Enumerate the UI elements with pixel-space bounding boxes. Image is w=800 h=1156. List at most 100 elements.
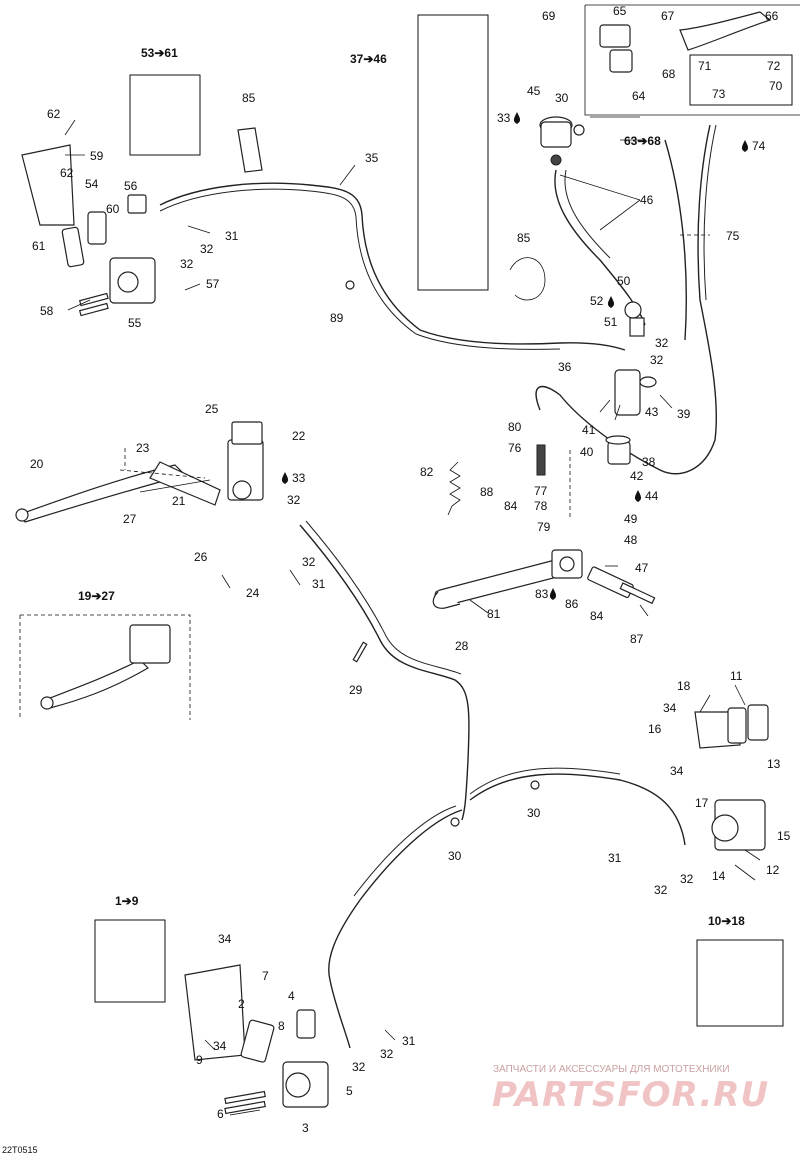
- callout-49: 49: [624, 512, 638, 526]
- callout-43: 43: [645, 405, 659, 419]
- callout-84-b: 84: [590, 609, 604, 623]
- callout-79: 79: [537, 520, 551, 534]
- callout-31-a: 31: [225, 229, 239, 243]
- callout-58: 58: [40, 304, 54, 318]
- watermark-tagline: ЗАПЧАСТИ И АКСЕССУАРЫ ДЛЯ МОТОТЕХНИКИ: [493, 1064, 730, 1075]
- box-10-18: [696, 939, 784, 1027]
- drop-icon: [741, 140, 749, 152]
- callout-64: 64: [632, 89, 646, 103]
- group-label-1-9: 1➔9: [115, 894, 139, 908]
- box-19-27: [19, 614, 191, 720]
- callout-40: 40: [580, 445, 594, 459]
- callout-25: 25: [205, 402, 219, 416]
- callout-88: 88: [480, 485, 494, 499]
- callout-24: 24: [246, 586, 260, 600]
- callout-42: 42: [630, 469, 644, 483]
- callout-44: 44: [645, 489, 659, 503]
- group-label-19-27: 19➔27: [78, 589, 115, 603]
- callout-47: 47: [635, 561, 649, 575]
- watermark: ЗАПЧАСТИ И АКСЕССУАРЫ ДЛЯ МОТОТЕХНИКИ PA…: [492, 1064, 769, 1115]
- callout-62-a: 62: [47, 107, 61, 121]
- callout-32-j: 32: [380, 1047, 394, 1061]
- callout-22: 22: [292, 429, 306, 443]
- brake-line-28: [299, 524, 470, 821]
- callout-57: 57: [206, 277, 220, 291]
- callout-31-b: 31: [312, 577, 326, 591]
- drop-icon: [281, 472, 289, 484]
- fluid-drop-icons: [281, 112, 749, 600]
- callout-6: 6: [217, 1107, 224, 1121]
- callout-48: 48: [624, 533, 638, 547]
- callout-32-b: 32: [180, 257, 194, 271]
- callout-61: 61: [32, 239, 46, 253]
- callout-32-h: 32: [680, 872, 694, 886]
- box-1-9: [94, 919, 166, 1003]
- callout-70: 70: [769, 79, 783, 93]
- callout-80: 80: [508, 420, 522, 434]
- callout-9: 9: [196, 1053, 203, 1067]
- callout-17: 17: [695, 796, 709, 810]
- callout-32-f: 32: [650, 353, 664, 367]
- callout-60: 60: [106, 202, 120, 216]
- reference-code: 22T0515: [2, 1145, 38, 1155]
- box-53-61: [129, 74, 201, 156]
- callout-34-b: 34: [670, 764, 684, 778]
- callout-87: 87: [630, 632, 644, 646]
- callout-51: 51: [604, 315, 618, 329]
- spring-82: [447, 461, 461, 516]
- brake-hose-75: [535, 124, 718, 475]
- callout-32-e: 32: [655, 336, 669, 350]
- callout-33-a: 33: [497, 111, 511, 125]
- box-71-73: [689, 54, 793, 106]
- spring-76: [536, 444, 546, 476]
- callout-29: 29: [349, 683, 363, 697]
- callout-18: 18: [677, 679, 691, 693]
- callout-23: 23: [136, 441, 150, 455]
- callout-65: 65: [613, 4, 627, 18]
- callout-30-c: 30: [448, 849, 462, 863]
- callout-76: 76: [508, 441, 522, 455]
- callout-5: 5: [346, 1084, 353, 1098]
- callout-38: 38: [642, 455, 656, 469]
- callout-32-g: 32: [654, 883, 668, 897]
- callout-72: 72: [767, 59, 781, 73]
- callout-78: 78: [534, 499, 548, 513]
- callout-13: 13: [767, 757, 781, 771]
- callout-3: 3: [302, 1121, 309, 1135]
- callout-34-d: 34: [213, 1039, 227, 1053]
- callout-27: 27: [123, 512, 137, 526]
- callout-50: 50: [617, 274, 631, 288]
- callout-12: 12: [766, 863, 780, 877]
- callout-52: 52: [590, 294, 604, 308]
- callout-30-b: 30: [527, 806, 541, 820]
- callout-4: 4: [288, 989, 295, 1003]
- callout-73: 73: [712, 87, 726, 101]
- drop-icon: [513, 112, 521, 124]
- callout-31-c: 31: [608, 851, 622, 865]
- callout-83: 83: [535, 587, 549, 601]
- callout-16: 16: [648, 722, 662, 736]
- brake-line-35: [159, 182, 626, 351]
- callout-7: 7: [262, 969, 269, 983]
- callout-68: 68: [662, 67, 676, 81]
- box-63-68: [584, 4, 800, 116]
- callout-84-a: 84: [504, 499, 518, 513]
- group-label-53-61: 53➔61: [141, 46, 178, 60]
- callout-28: 28: [455, 639, 469, 653]
- watermark-logo: PARTSFOR.RU: [492, 1075, 769, 1115]
- callout-69: 69: [542, 9, 556, 23]
- group-label-10-18: 10➔18: [708, 914, 745, 928]
- callout-34-a: 34: [663, 701, 677, 715]
- group-boxes: [19, 4, 800, 1027]
- brake-line-lower-right: [469, 773, 686, 846]
- callout-26: 26: [194, 550, 208, 564]
- callout-35: 35: [365, 151, 379, 165]
- callout-labels: 53➔61 37➔46 63➔68 19➔27 1➔9 10➔18 1 2 3 …: [30, 4, 791, 1135]
- callout-85-a: 85: [242, 91, 256, 105]
- callout-32-c: 32: [287, 493, 301, 507]
- callout-21: 21: [172, 494, 186, 508]
- group-label-63-68: 63➔68: [624, 134, 661, 148]
- callout-54: 54: [85, 177, 99, 191]
- callout-66: 66: [765, 9, 779, 23]
